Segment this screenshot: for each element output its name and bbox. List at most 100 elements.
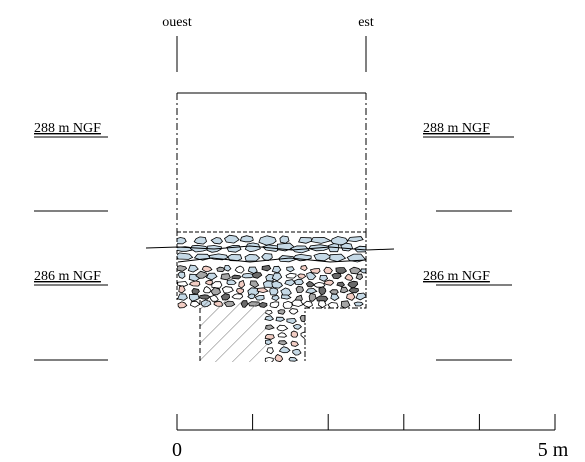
stone [188,280,201,287]
stone [258,235,277,246]
stone [189,300,201,308]
stone [274,354,284,362]
elevation-288-right: 288 m NGF [423,121,490,136]
stone [188,293,200,302]
stone [298,237,313,244]
stone [177,237,187,245]
stone [306,271,317,280]
stone-fill-layer [177,234,366,362]
stone [346,236,364,243]
stone [177,301,188,309]
stone [178,285,186,294]
stone [223,265,232,272]
stone [299,314,308,323]
ground-surface-line [145,245,395,251]
stone [290,330,299,338]
stone [340,300,351,309]
stone [226,279,237,286]
stone [193,236,207,245]
stone [288,308,299,315]
stone [316,295,329,303]
stone [211,281,223,289]
stone [285,272,297,279]
stone [223,234,240,244]
stone [317,300,327,309]
layer-boundary-line [177,257,367,263]
stone [286,317,297,325]
stone [205,272,218,281]
stone [353,301,364,307]
stone [269,301,280,309]
stone [302,300,313,308]
stone [277,332,288,338]
stone [277,340,288,346]
stone [195,270,209,279]
stone [329,253,347,263]
stone [294,278,304,286]
stone [276,324,289,332]
stone [313,281,326,288]
stone [344,273,354,281]
stone [244,242,261,253]
stone [291,299,304,307]
stone [348,287,359,294]
stone [286,266,295,273]
stone [278,346,291,354]
stone [251,272,263,279]
stone [292,348,302,356]
stone [247,287,260,297]
stone [201,265,213,273]
stone [318,286,327,296]
stone [254,295,265,301]
stone [220,293,231,301]
stone [282,300,293,309]
stone [235,288,244,294]
stone [308,293,317,302]
stone [360,268,366,274]
stone [295,285,304,294]
stone [244,253,261,262]
stone [234,265,245,274]
stone [297,273,307,279]
stone [177,281,189,287]
stone [271,265,282,274]
stone [290,340,299,347]
stone [177,252,194,260]
stone [284,279,296,287]
stone [280,294,292,300]
stone [187,264,199,273]
stone [305,280,315,288]
stone [305,288,318,294]
stone [355,273,364,281]
stone [202,286,212,294]
elevation-288-left: 288 m NGF [34,121,101,136]
stone [355,292,366,301]
label-east: est [358,15,374,30]
stone [335,267,348,274]
stone [271,280,284,289]
stone [177,293,188,301]
scale-ticks [176,414,556,430]
stone [336,281,346,288]
stone [231,293,244,300]
stone [191,288,200,295]
stone [347,280,359,289]
stone [349,266,362,275]
stone [221,286,234,294]
stone [339,286,349,294]
stone [323,279,335,286]
stone [249,280,260,288]
stone [261,264,272,272]
elevation-286-left: 286 m NGF [34,269,101,284]
fill-east-boundary [304,232,367,362]
stone [329,289,339,295]
stone [239,235,254,243]
stone [275,316,286,322]
label-west: ouest [162,15,192,30]
stone [216,266,226,273]
stone [177,265,188,272]
stone [231,274,242,280]
stone [313,252,332,262]
stone [226,244,242,253]
stone [238,279,246,289]
